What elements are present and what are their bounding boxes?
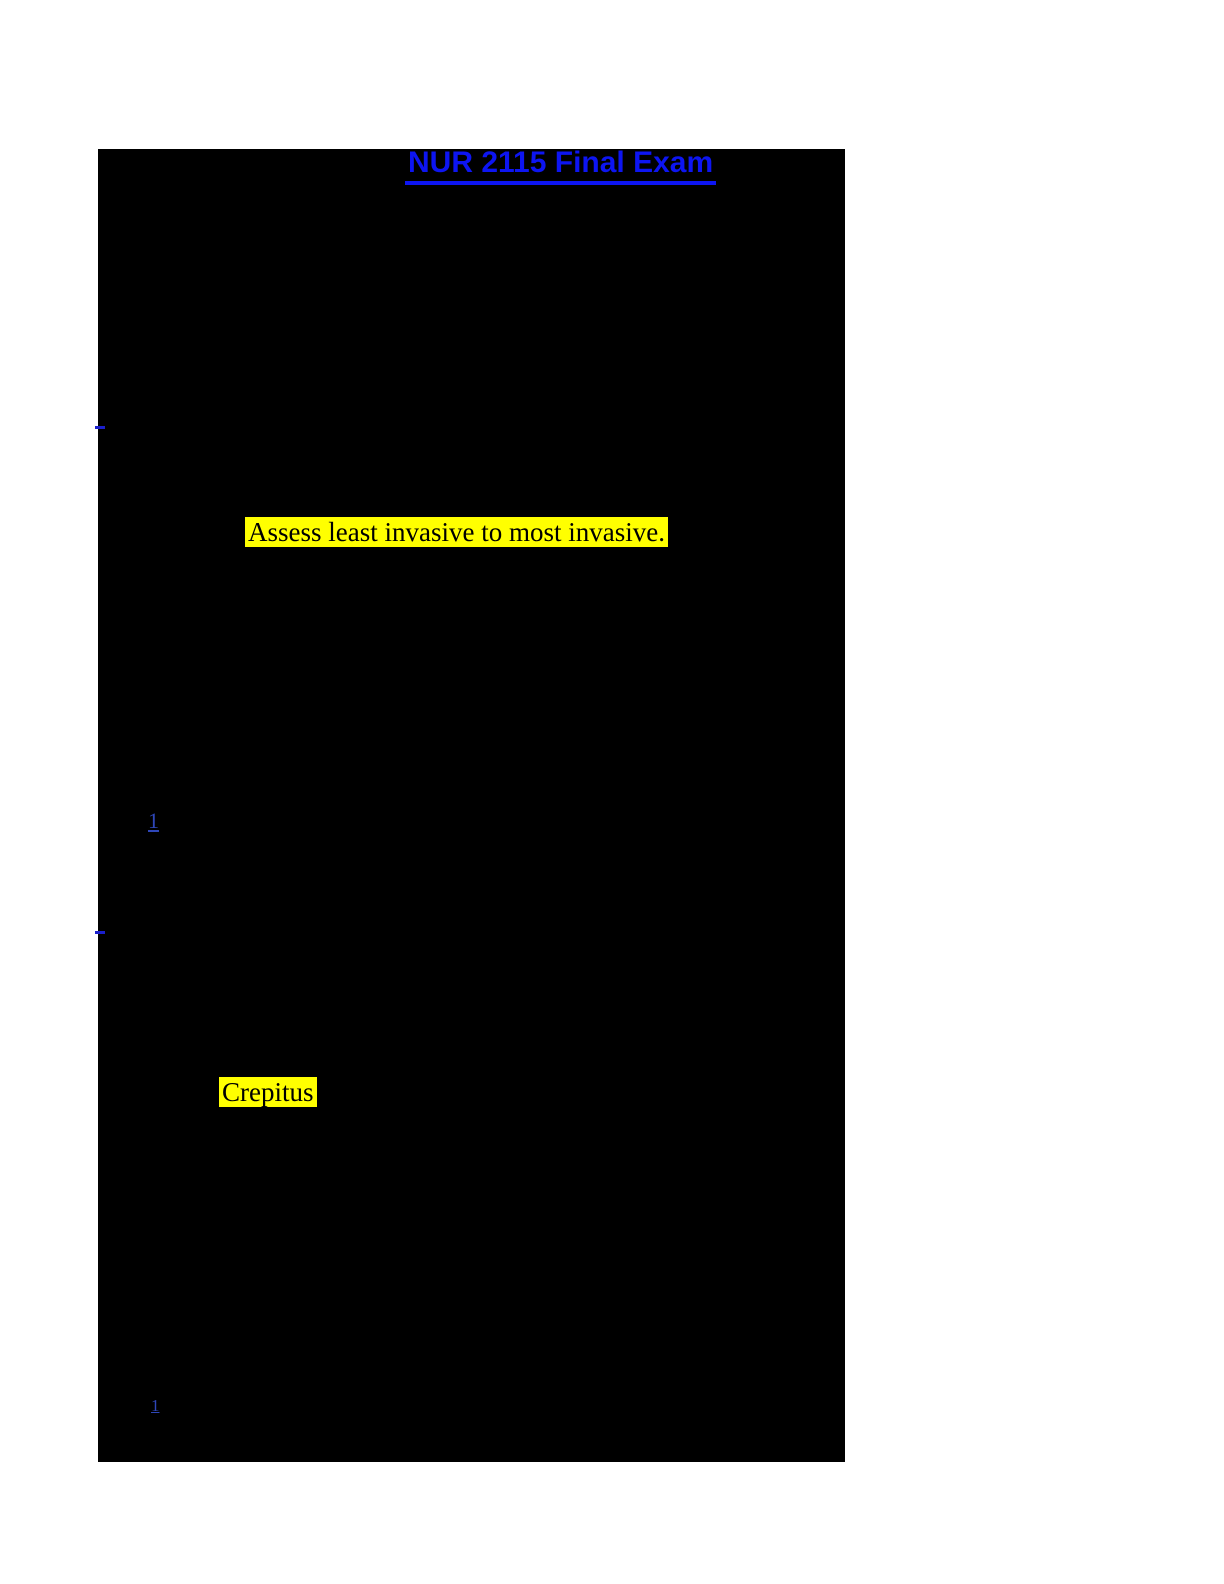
highlighted-text-assess: Assess least invasive to most invasive. bbox=[245, 517, 668, 547]
document-title-link[interactable]: NUR 2115 Final Exam bbox=[405, 146, 717, 185]
link-underline-fragment-1 bbox=[95, 426, 105, 429]
link-underline-fragment-2 bbox=[95, 931, 105, 934]
document-canvas: NUR 2115 Final Exam Assess least invasiv… bbox=[95, 146, 845, 1462]
footnote-ref-link-1[interactable]: 1 bbox=[148, 808, 159, 833]
highlighted-text-crepitus: Crepitus bbox=[219, 1077, 317, 1107]
footnote-ref-link-2[interactable]: 1 bbox=[151, 1396, 160, 1415]
